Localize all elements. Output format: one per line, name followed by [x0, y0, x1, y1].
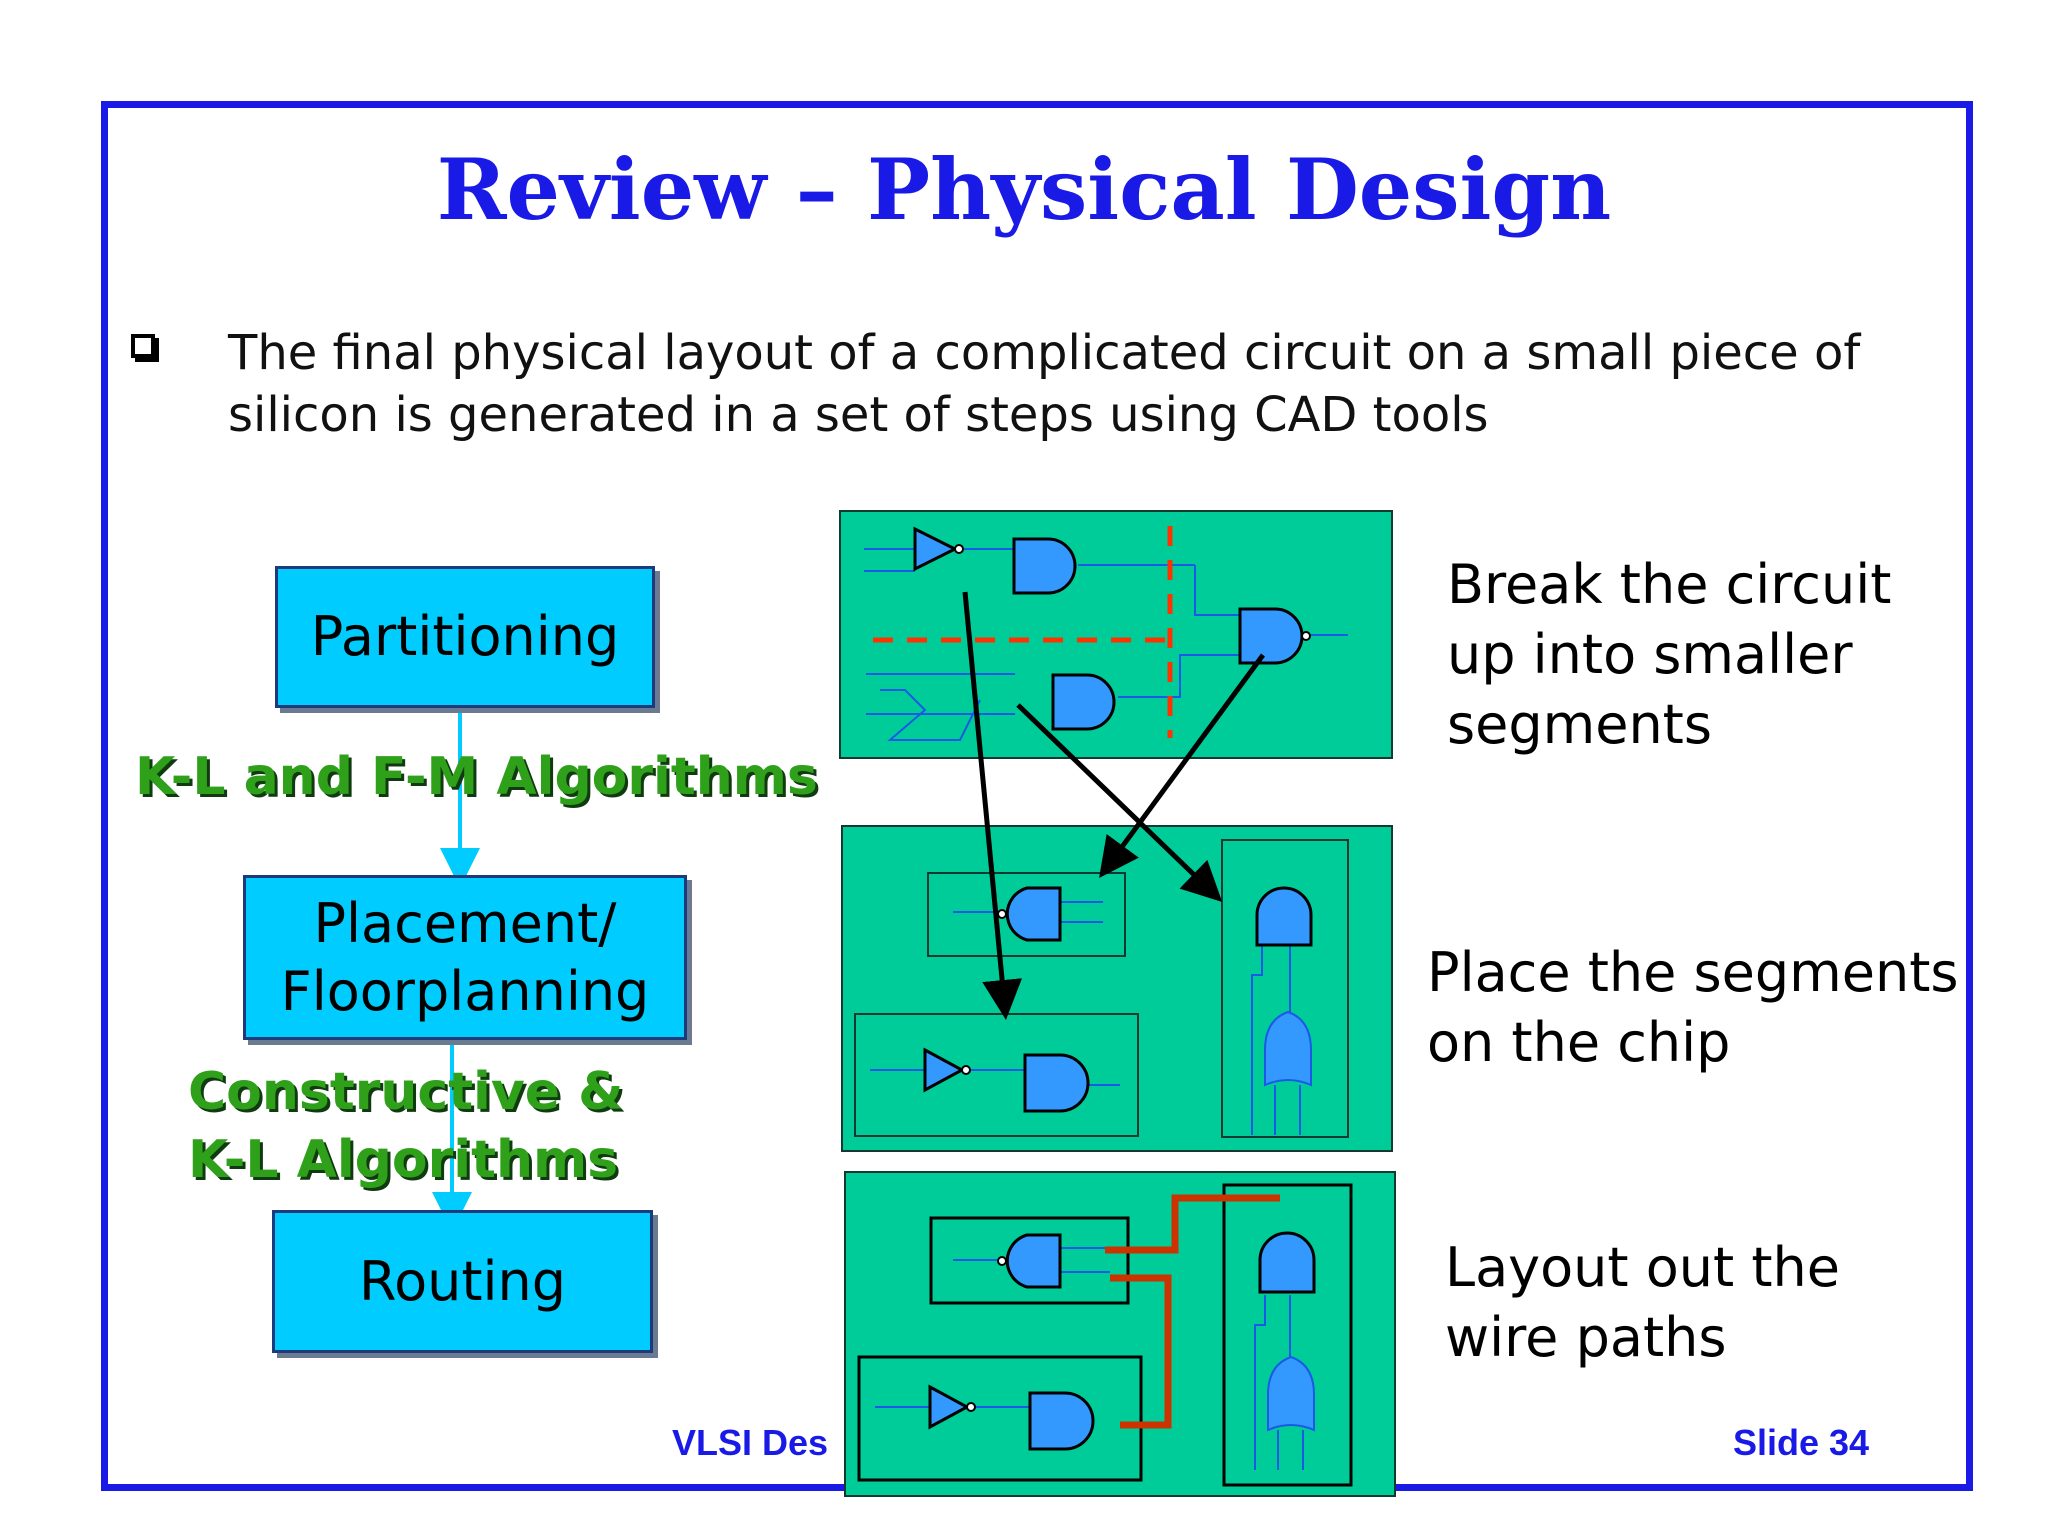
algorithm-label-2: Constructive & K-L Algorithms	[188, 1062, 624, 1190]
description-placement: Place the segments on the chip	[1427, 941, 1959, 1074]
inverter-gate	[928, 1384, 971, 1430]
bullet-text: The final physical layout of a complicat…	[228, 325, 1861, 443]
inverter-gate	[913, 526, 959, 572]
step-label: Routing	[358, 1249, 567, 1313]
mapping-arrow	[1099, 653, 1266, 879]
footer-course: VLSI Des	[672, 1422, 829, 1463]
or-gate-vertical	[1267, 1355, 1315, 1432]
step-placement: Placement/ Floorplanning	[243, 875, 687, 1040]
and-gate-rotated	[1005, 886, 1062, 942]
footer-slide-number: Slide 34	[1733, 1422, 1870, 1463]
and-gate	[1023, 1053, 1090, 1113]
mapping-arrow	[962, 591, 1023, 1020]
and-gate	[1012, 537, 1077, 595]
description-routing: Layout out the wire paths	[1445, 1236, 1840, 1369]
routed-wire	[1110, 1274, 1172, 1429]
inverter-gate	[923, 1047, 966, 1093]
step-routing: Routing	[272, 1210, 653, 1353]
placement-panel	[841, 825, 1393, 1152]
routed-wire	[1105, 1194, 1280, 1254]
and-gate-vertical	[1255, 886, 1313, 947]
routing-panel	[844, 1171, 1396, 1497]
and-gate	[1028, 1391, 1095, 1451]
and-gate	[1051, 673, 1116, 731]
or-gate-vertical	[1264, 1010, 1312, 1087]
nand-gate	[1238, 607, 1304, 665]
step-partitioning: Partitioning	[275, 566, 655, 708]
step-label: Placement/ Floorplanning	[280, 891, 650, 1023]
and-gate-vertical	[1258, 1231, 1316, 1294]
bullet-square-icon	[131, 334, 155, 358]
and-gate-rotated	[1005, 1233, 1062, 1289]
step-label: Partitioning	[310, 605, 620, 668]
slide-title: Review – Physical Design	[436, 140, 1612, 239]
mapping-arrow	[1016, 703, 1223, 902]
description-partition: Break the circuit up into smaller segmen…	[1447, 553, 1892, 756]
algorithm-label-1: K-L and F-M Algorithms	[135, 747, 818, 807]
